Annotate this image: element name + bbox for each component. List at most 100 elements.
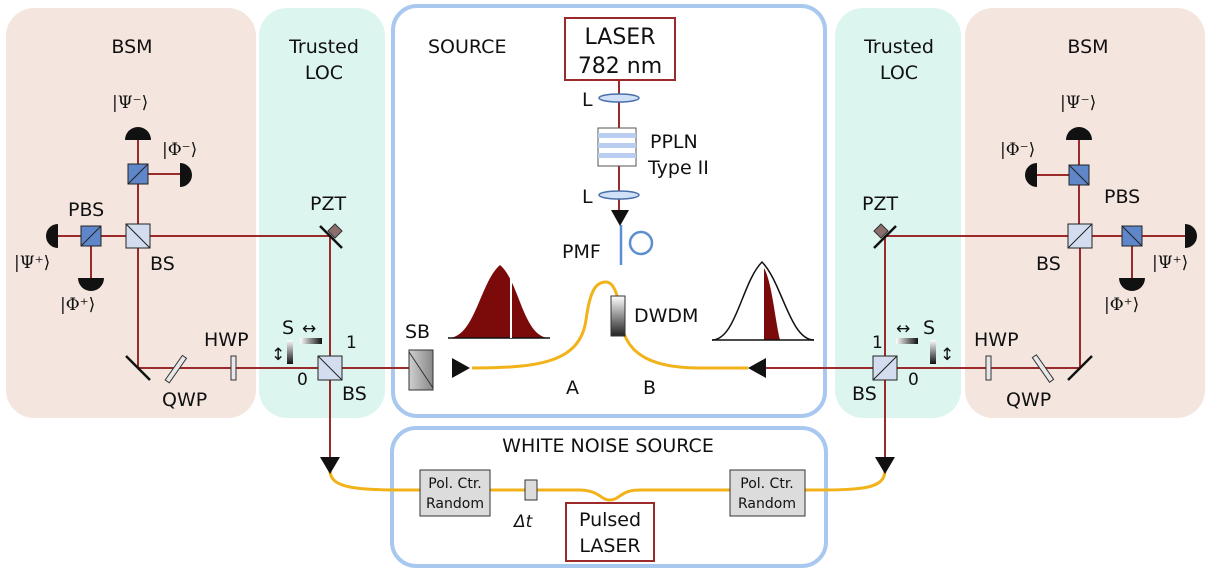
- shutter-vertical-right: [930, 340, 936, 364]
- trusted-loc-right-region: [835, 8, 961, 418]
- hwp-right: [985, 355, 992, 381]
- pulsed-laser-box: [565, 502, 655, 562]
- ket-psi-minus-right: |Ψ⁻⟩: [1060, 93, 1096, 113]
- pol-ctr-right-box: [729, 469, 806, 517]
- trusted-left-label-1: Trusted: [288, 36, 359, 58]
- white-noise-region: [390, 426, 828, 568]
- trusted-loc-left-region: [259, 8, 385, 418]
- ket-phi-minus-right: |Φ⁻⟩: [1000, 140, 1035, 160]
- port-1-left: 1: [346, 333, 357, 353]
- bs-loc-right-label: BS: [852, 383, 877, 405]
- sb-label: SB: [405, 321, 430, 343]
- detector-phi-plus-left: [78, 278, 104, 291]
- bs-loc-left: [317, 355, 343, 381]
- ket-psi-minus-left: |Ψ⁻⟩: [112, 93, 148, 113]
- port-1-right: 1: [872, 333, 883, 353]
- lens-top: [598, 93, 640, 103]
- lens-bottom-label: L: [582, 186, 593, 208]
- noise-coupler-right: [875, 457, 895, 474]
- bs-loc-right: [872, 355, 898, 381]
- detector-psi-minus-left: [125, 127, 151, 140]
- spectrum-a: [448, 265, 550, 339]
- shutter-vert-arrow-right: ↕: [940, 345, 954, 365]
- ket-psi-plus-left: |Ψ⁺⟩: [14, 253, 50, 273]
- qwp-right-label: QWP: [1006, 389, 1051, 411]
- sb-component: [408, 349, 434, 391]
- delay-label: Δt: [512, 512, 534, 532]
- pol-ctr-left-box: [419, 469, 491, 517]
- dwdm-filter: [610, 295, 626, 337]
- pulsed-laser-label-2: LASER: [579, 535, 640, 557]
- detector-psi-minus-right: [1066, 127, 1092, 140]
- hwp-left: [230, 355, 237, 381]
- bsm-left-label: BSM: [111, 36, 152, 58]
- detector-phi-minus-left: [180, 163, 192, 187]
- pol-ctr-right-label-1: Pol. Ctr.: [740, 476, 793, 492]
- arm-a-label: A: [566, 377, 579, 399]
- shutter-vertical-left: [287, 340, 293, 364]
- pbs-right-label: PBS: [1104, 186, 1140, 208]
- bsm-right-region: [965, 8, 1205, 418]
- qwp-left: [164, 354, 188, 384]
- port-0-right: 0: [908, 370, 919, 390]
- arm-b-label: B: [643, 377, 656, 399]
- noise-coupler-left: [320, 457, 340, 474]
- pbs-top-left: [127, 163, 149, 185]
- shutter-horizontal-right: [896, 338, 918, 344]
- trusted-right-label-2: LOC: [880, 62, 918, 84]
- source-label: SOURCE: [428, 36, 506, 58]
- bs-bsm-left: [125, 223, 151, 249]
- port-0-left: 0: [297, 370, 308, 390]
- pol-ctr-right-label-2: Random: [738, 496, 796, 512]
- shutter-vert-arrow-left: ↕: [271, 345, 285, 365]
- ket-psi-plus-right: |Ψ⁺⟩: [1152, 253, 1188, 273]
- shutter-horizontal-left: [300, 338, 322, 344]
- qwp-left-label: QWP: [162, 389, 207, 411]
- shutter-horiz-arrow-left: ↔: [302, 319, 316, 339]
- bs-bsm-right-label: BS: [1036, 253, 1061, 275]
- pol-ctr-left-label-2: Random: [426, 496, 484, 512]
- fiber-coupler-a: [452, 358, 470, 378]
- pbs-top-right: [1068, 164, 1090, 186]
- bs-bsm-right: [1067, 223, 1093, 249]
- ket-phi-plus-left: |Φ⁺⟩: [60, 295, 95, 315]
- pbs-left-label: PBS: [68, 199, 104, 221]
- laser-782-label-2: 782 nm: [578, 54, 662, 79]
- detector-psi-plus-right: [1185, 224, 1197, 248]
- hwp-right-label: HWP: [974, 329, 1019, 351]
- pzt-actuator-right: [873, 223, 889, 239]
- pzt-mirror-right: [873, 225, 897, 249]
- ppln-label-2: Type II: [647, 157, 709, 179]
- pzt-mirror-left: [319, 225, 343, 249]
- white-noise-label: WHITE NOISE SOURCE: [502, 435, 714, 457]
- ket-phi-plus-right: |Φ⁺⟩: [1104, 295, 1139, 315]
- qwp-right: [1031, 354, 1055, 383]
- hwp-left-label: HWP: [204, 329, 249, 351]
- fiber-coupler-b: [748, 358, 766, 378]
- lens-bottom: [598, 190, 640, 200]
- shutter-left-label: S: [282, 317, 294, 339]
- pzt-actuator-left: [327, 223, 343, 239]
- ket-phi-minus-left: |Φ⁻⟩: [162, 140, 197, 160]
- bs-loc-left-label: BS: [342, 383, 367, 405]
- trusted-right-label-1: Trusted: [863, 36, 934, 58]
- pbs-right: [1121, 225, 1143, 247]
- pzt-right-label: PZT: [862, 193, 898, 215]
- spectrum-b: [711, 260, 815, 341]
- ppln-crystal: [597, 127, 637, 167]
- mirror-bottom-left: [125, 355, 151, 381]
- bs-bsm-left-label: BS: [150, 253, 175, 275]
- bsm-left-region: [6, 8, 256, 418]
- fiber-coupler-top: [611, 210, 629, 226]
- mirror-bottom-right: [1067, 355, 1093, 381]
- laser-782-box: [564, 17, 676, 81]
- lens-top-label: L: [582, 89, 593, 111]
- laser-782-label-1: LASER: [585, 25, 656, 50]
- pbs-left: [80, 225, 102, 247]
- shutter-right-label: S: [923, 317, 935, 339]
- bsm-right-label: BSM: [1067, 36, 1108, 58]
- detector-psi-plus-left: [46, 224, 58, 248]
- detector-phi-plus-right: [1119, 278, 1145, 291]
